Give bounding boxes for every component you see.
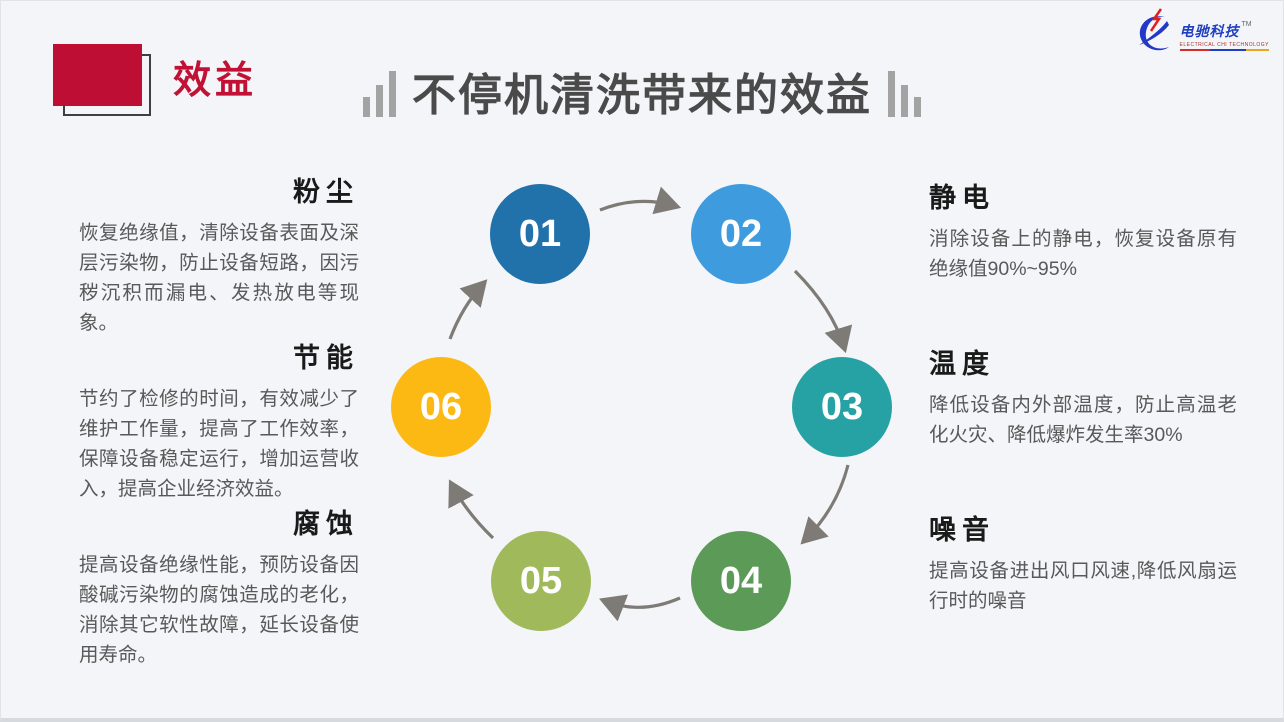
benefit-body: 消除设备上的静电，恢复设备原有绝缘值90%~95% — [929, 228, 1237, 281]
benefit-body: 提高设备绝缘性能，预防设备因酸碱污染物的腐蚀造成的老化，消除其它软性故障，延长设… — [79, 554, 359, 667]
benefit-title: 静电 — [929, 183, 995, 213]
benefit-title: 腐蚀 — [293, 509, 359, 539]
cycle-step-05: 05 — [491, 531, 591, 631]
benefit-block-energy: 节能 节约了检修的时间，有效减少了维护工作量，提高了工作效率，保障设备稳定运行，… — [79, 343, 359, 504]
arrow-02-03 — [793, 269, 853, 354]
step-number: 03 — [820, 385, 864, 428]
arrow-06-01 — [448, 279, 488, 340]
benefit-block-static: 静电 消除设备上的静电，恢复设备原有绝缘值90%~95% — [929, 183, 1237, 284]
step-number: 02 — [719, 212, 763, 255]
title-decor-bars-left-icon — [363, 71, 396, 120]
benefit-block-corrosion: 腐蚀 提高设备绝缘性能，预防设备因酸碱污染物的腐蚀造成的老化，消除其它软性故障，… — [79, 509, 359, 670]
benefit-title: 粉尘 — [293, 177, 359, 207]
cycle-step-03: 03 — [792, 357, 892, 457]
lightning-icon — [1149, 8, 1162, 32]
step-number: 05 — [519, 559, 563, 602]
arrow-01-02 — [599, 186, 682, 215]
logo-name: 电驰科技 — [1179, 23, 1240, 39]
logo-underline — [1179, 49, 1269, 51]
benefit-title: 温度 — [929, 349, 995, 379]
arrow-05-06 — [448, 479, 495, 540]
arrow-03-04 — [800, 464, 850, 545]
cycle-step-02: 02 — [691, 184, 791, 284]
title-row: 不停机清洗带来的效益 — [1, 71, 1283, 120]
benefit-body: 提高设备进出风口风速,降低风扇运行时的噪音 — [929, 560, 1237, 613]
benefit-block-temperature: 温度 降低设备内外部温度，防止高温老化火灾、降低爆炸发生率30% — [929, 349, 1237, 450]
arrow-04-05 — [599, 594, 681, 622]
logo-swoosh-icon — [1138, 8, 1169, 51]
benefit-body: 降低设备内外部温度，防止高温老化火灾、降低爆炸发生率30% — [929, 394, 1237, 447]
page-title: 不停机清洗带来的效益 — [412, 70, 872, 120]
title-decor-bars-right-icon — [888, 71, 921, 120]
logo-text: 电驰科技 TM ELECTRICAL CHI TECHNOLOGY — [1179, 7, 1269, 51]
section-label: 效益 — [173, 60, 258, 102]
step-number: 06 — [419, 385, 463, 428]
benefit-body: 节约了检修的时间，有效减少了维护工作量，提高了工作效率，保障设备稳定运行，增加运… — [79, 388, 359, 501]
benefit-block-noise: 噪音 提高设备进出风口风速,降低风扇运行时的噪音 — [929, 515, 1237, 616]
step-number: 04 — [719, 559, 763, 602]
logo-tm: TM — [1241, 21, 1252, 28]
cycle-step-06: 06 — [391, 357, 491, 457]
section-marker-fill — [53, 44, 142, 106]
company-logo: 电驰科技 TM ELECTRICAL CHI TECHNOLOGY — [1131, 7, 1269, 55]
benefit-title: 节能 — [293, 343, 359, 373]
benefit-block-dust: 粉尘 恢复绝缘值，清除设备表面及深层污染物，防止设备短路，因污秽沉积而漏电、发热… — [79, 177, 359, 338]
benefit-body: 恢复绝缘值，清除设备表面及深层污染物，防止设备短路，因污秽沉积而漏电、发热放电等… — [79, 222, 359, 335]
step-number: 01 — [518, 212, 562, 255]
logo-caption: ELECTRICAL CHI TECHNOLOGY — [1179, 42, 1269, 48]
cycle-step-04: 04 — [691, 531, 791, 631]
cycle-step-01: 01 — [490, 184, 590, 284]
benefit-title: 噪音 — [929, 515, 995, 545]
